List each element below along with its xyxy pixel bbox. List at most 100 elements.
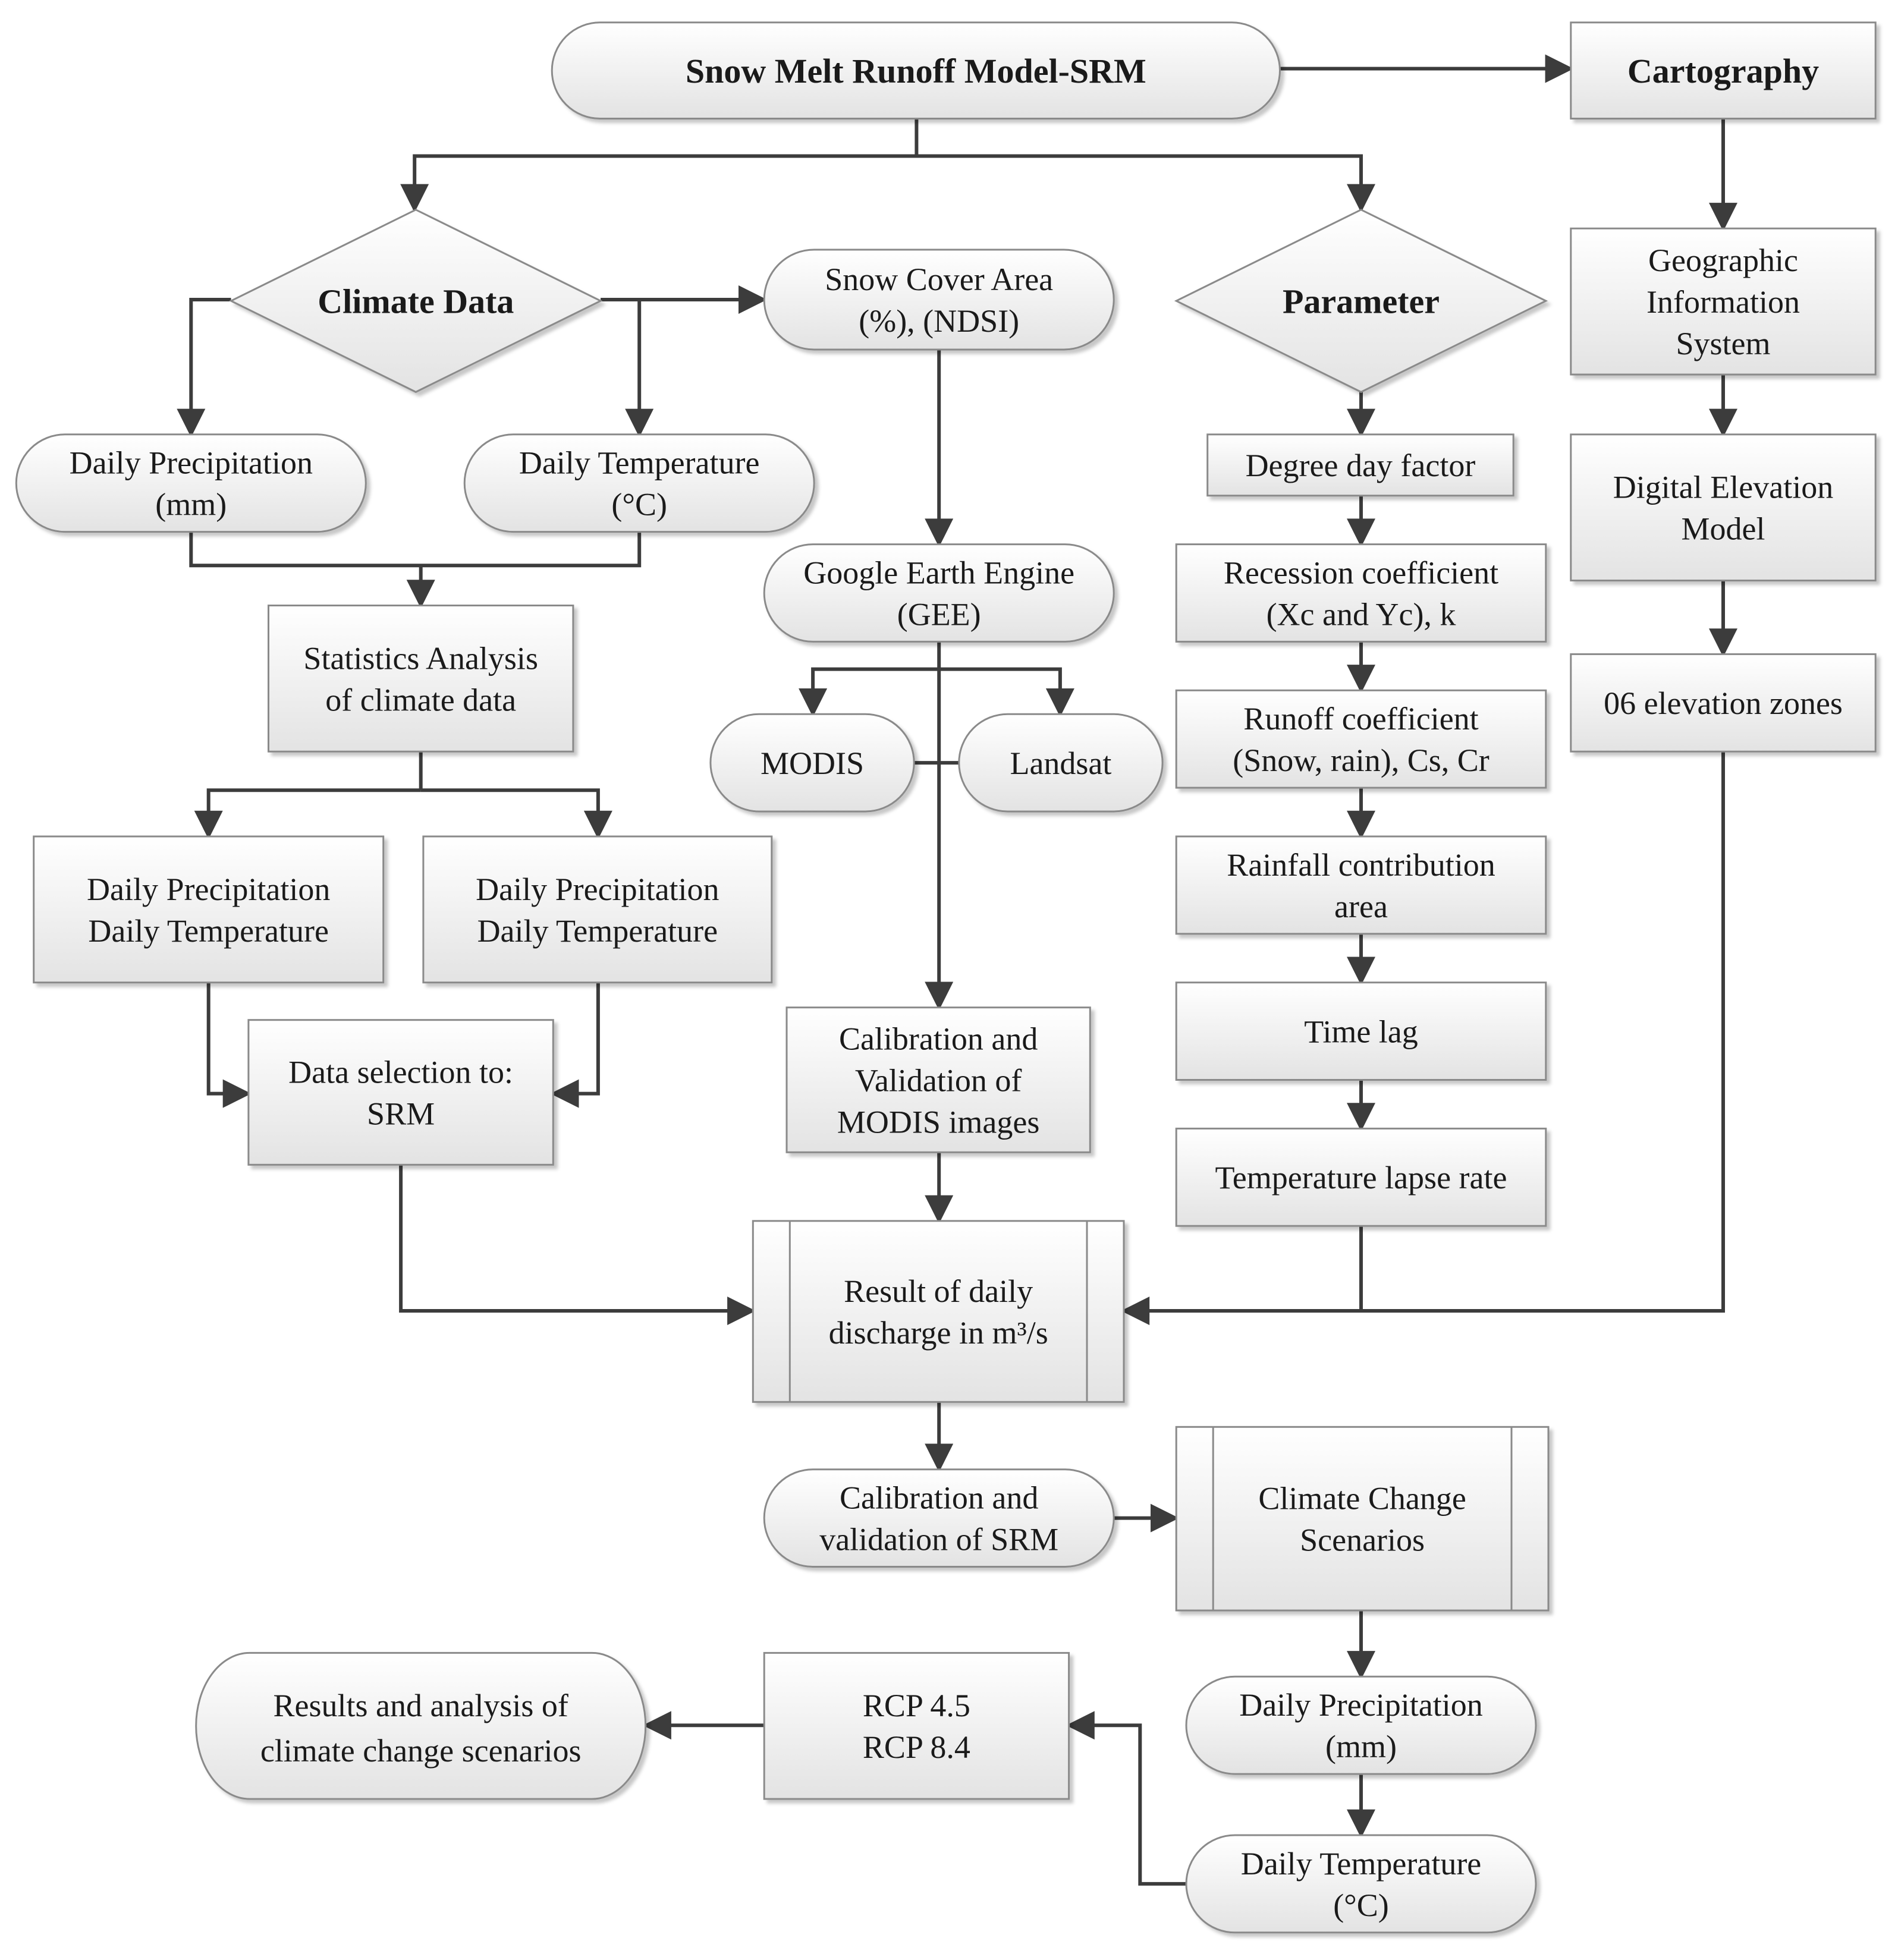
time-lag-shape xyxy=(1175,981,1547,1081)
label-line: RCP 4.5 xyxy=(863,1688,970,1723)
climate-data-shape xyxy=(229,209,603,394)
label-line: Temperature lapse rate xyxy=(1215,1160,1507,1195)
label-line: (°C) xyxy=(611,487,667,523)
elevation-zones-label: 06 elevation zones xyxy=(1604,685,1843,721)
label-line: Results and analysis of xyxy=(273,1688,568,1723)
elevation-zones-node: 06 elevation zones xyxy=(1570,653,1877,753)
dem-shape xyxy=(1570,433,1877,581)
label-line: (Xc and Yc), k xyxy=(1267,596,1456,632)
label-line: Snow Cover Area xyxy=(825,262,1053,297)
runoff-coef-shape xyxy=(1175,689,1547,789)
results-analysis-shape xyxy=(195,1651,647,1800)
daily-precip-1-node: Daily Precipitation (mm) xyxy=(15,433,367,533)
label-line: Cartography xyxy=(1627,52,1819,90)
precip-temp-right-shape xyxy=(422,835,773,984)
label-line: Daily Precipitation xyxy=(70,445,313,481)
modis-node: MODIS xyxy=(709,713,915,813)
data-selection-label: Data selection to: SRM xyxy=(288,1054,513,1131)
daily-precip-2-shape xyxy=(1185,1675,1537,1775)
srm-model-shape xyxy=(551,21,1281,119)
label-line: Geographic xyxy=(1648,243,1798,278)
label-line: SRM xyxy=(367,1096,435,1131)
rainfall-area-shape xyxy=(1175,835,1547,935)
daily-temp-2-node: Daily Temperature (°C) xyxy=(1185,1834,1537,1934)
label-line: Snow Melt Runoff Model-SRM xyxy=(686,52,1146,90)
parameter-shape xyxy=(1174,209,1548,394)
gee-label: Google Earth Engine(GEE) xyxy=(803,555,1074,632)
label-line: Daily Temperature xyxy=(88,913,329,949)
cartography-shape xyxy=(1570,21,1877,119)
edge-right-to-selection xyxy=(550,982,600,1108)
label-line: Model xyxy=(1682,511,1765,547)
label-line: validation of SRM xyxy=(819,1522,1058,1558)
edge-zones-to-discharge xyxy=(1121,751,1725,1325)
temp-lapse-node: Temperature lapse rate xyxy=(1175,1127,1547,1227)
daily-discharge-shape xyxy=(752,1220,1125,1403)
srm-model-label: Snow Melt Runoff Model-SRM xyxy=(686,52,1146,90)
daily-temp-1-node: Daily Temperature (°C) xyxy=(463,433,815,533)
daily-temp-2-label: Daily Temperature (°C) xyxy=(1241,1846,1482,1923)
degree-day-shape xyxy=(1206,433,1514,497)
srm-model-node: Snow Melt Runoff Model-SRM xyxy=(551,21,1281,119)
edge-srm-to-parameter xyxy=(916,154,1375,213)
label-line: (mm) xyxy=(155,487,227,523)
label-line: MODIS xyxy=(761,745,864,781)
landsat-shape xyxy=(958,713,1164,813)
daily-precip-2-label: Daily Precipitation(mm) xyxy=(1239,1687,1482,1764)
daily-precip-1-shape xyxy=(15,433,367,533)
label-line: Calibration and xyxy=(840,1480,1038,1516)
label-line: Runoff coefficient xyxy=(1243,701,1478,737)
label-line: Google Earth Engine xyxy=(803,555,1074,590)
label-line: Landsat xyxy=(1010,745,1111,781)
edge-precip-temp-to-stats xyxy=(189,531,642,568)
data-selection-node: Data selection to: SRM xyxy=(247,1019,554,1166)
daily-precip-1-label: Daily Precipitation (mm) xyxy=(70,445,313,523)
degree-day-label: Degree day factor xyxy=(1246,448,1476,483)
label-line: climate change scenarios xyxy=(260,1733,582,1769)
flowchart-nodes: Snow Melt Runoff Model-SRM CartographyGeo… xyxy=(15,21,1877,1934)
label-line: Result of daily xyxy=(844,1273,1033,1309)
precip-temp-left-shape xyxy=(33,835,385,984)
edge-selection-to-discharge xyxy=(399,1165,756,1325)
recession-label: Recession coefficient(Xc and Yc), k xyxy=(1224,555,1498,632)
label-line: (°C) xyxy=(1333,1887,1389,1923)
landsat-label: Landsat xyxy=(1010,745,1111,781)
label-line: Daily Temperature xyxy=(1241,1846,1482,1882)
label-line: Validation of xyxy=(855,1062,1022,1098)
gis-shape xyxy=(1570,227,1877,376)
temp-lapse-label: Temperature lapse rate xyxy=(1215,1160,1507,1195)
modis-label: MODIS xyxy=(761,745,864,781)
label-line: Daily Temperature xyxy=(477,913,718,949)
recession-node: Recession coefficient(Xc and Yc), k xyxy=(1175,543,1547,643)
time-lag-label: Time lag xyxy=(1304,1014,1418,1050)
label-line: Data selection to: xyxy=(288,1054,513,1090)
snow-cover-label: Snow Cover Area(%), (NDSI) xyxy=(825,262,1053,339)
snow-cover-shape xyxy=(763,248,1115,351)
label-line: Statistics Analysis xyxy=(303,640,538,676)
label-line: Daily Precipitation xyxy=(1239,1687,1482,1723)
label-line: Climate Change xyxy=(1258,1481,1466,1517)
cartography-label: Cartography xyxy=(1627,52,1819,90)
daily-temp-2-shape xyxy=(1185,1834,1537,1934)
edge-gee-to-modis xyxy=(799,667,939,717)
snow-cover-node: Snow Cover Area(%), (NDSI) xyxy=(763,248,1115,351)
label-line: Degree day factor xyxy=(1246,448,1476,483)
landsat-node: Landsat xyxy=(958,713,1164,813)
recession-shape xyxy=(1175,543,1547,643)
gee-shape xyxy=(763,543,1115,643)
label-line: Daily Temperature xyxy=(519,445,760,481)
climate-data-label: Climate Data xyxy=(318,282,514,320)
results-analysis-label: Results and analysis of climate change sc… xyxy=(260,1688,582,1769)
label-line: MODIS images xyxy=(837,1104,1039,1140)
climate-change-shape xyxy=(1175,1426,1550,1612)
label-line: (Snow, rain), Cs, Cr xyxy=(1233,743,1489,778)
